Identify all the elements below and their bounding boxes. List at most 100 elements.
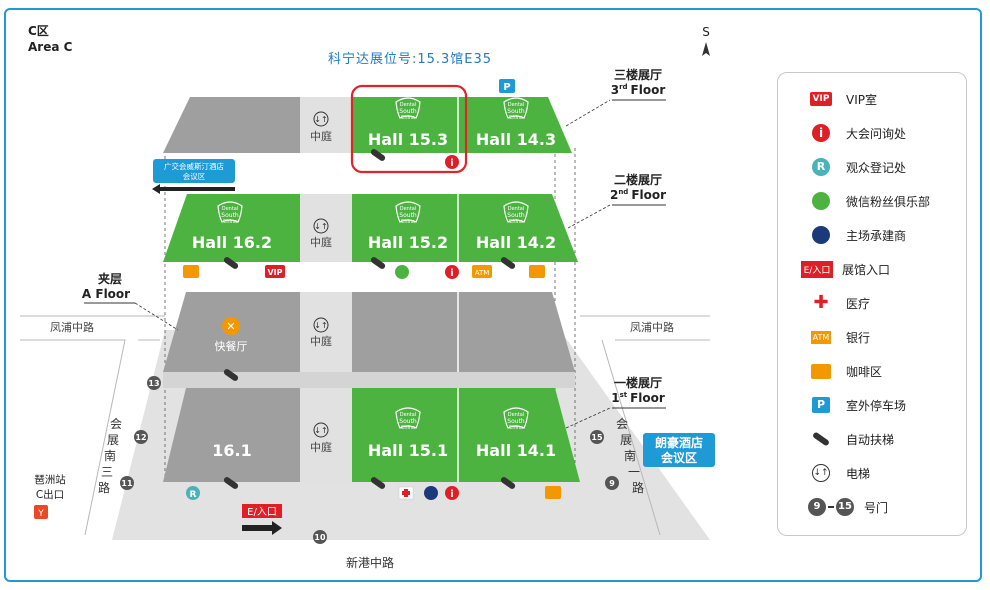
logo-text: South bbox=[399, 212, 417, 219]
hall-14-1-label: Hall 14.1 bbox=[476, 441, 556, 460]
road-huizhan-south3-char: 南 bbox=[104, 448, 116, 463]
road-huizhan-south3-char: 三 bbox=[101, 465, 113, 479]
conference-right-line2: 会议区 bbox=[661, 450, 697, 465]
legend-item-escalator: 自动扶梯 bbox=[808, 427, 894, 451]
logo-text: South bbox=[507, 212, 525, 219]
logo-text: Dental bbox=[508, 102, 525, 108]
floor-3-zh: 三楼展厅 bbox=[614, 67, 662, 82]
hall-16-2-label: Hall 16.2 bbox=[192, 233, 272, 252]
registration-icon-label: R bbox=[190, 490, 197, 500]
wechat-icon bbox=[808, 191, 834, 211]
legend-item-atm: ATM 银行 bbox=[808, 325, 870, 349]
booth-note: 科宁达展位号:15.3馆E35 bbox=[328, 51, 492, 67]
logo-text: Dental bbox=[508, 206, 525, 212]
hall-15-3-label: Hall 15.3 bbox=[368, 130, 448, 149]
parking-icon bbox=[499, 79, 515, 93]
road-huizhan-south1-char: 南 bbox=[624, 448, 636, 463]
floor-3 bbox=[163, 97, 572, 153]
legend-label: 主场承建商 bbox=[846, 228, 907, 243]
info-marker-label: i bbox=[450, 268, 453, 279]
entrance-badge bbox=[242, 504, 282, 518]
conference-left-arrow-icon bbox=[152, 184, 235, 194]
svg-text:↓↑: ↓↑ bbox=[314, 115, 327, 124]
gate-11-label: 11 bbox=[121, 479, 133, 488]
floor3-gray-block bbox=[163, 97, 300, 153]
gate-13-label: 13 bbox=[148, 379, 159, 388]
compass-label: S bbox=[702, 25, 710, 39]
conference-right-badge bbox=[643, 433, 715, 467]
road-huizhan-south3-char: 路 bbox=[98, 480, 110, 495]
logo-text: Dental bbox=[508, 412, 525, 418]
legend-label: 自动扶梯 bbox=[846, 432, 895, 447]
hall-15-3-block[interactable] bbox=[352, 97, 458, 153]
legend-item-wechat: 微信粉丝俱乐部 bbox=[808, 189, 930, 213]
organizer-icon bbox=[808, 225, 834, 245]
escalator-icon bbox=[808, 429, 834, 449]
logo-text: South bbox=[399, 108, 417, 115]
elevator-icon: ↓↑ bbox=[808, 463, 834, 483]
registration-icon: R bbox=[808, 157, 834, 177]
logo-text: China bbox=[401, 219, 415, 225]
fastfood-label: 快餐厅 bbox=[215, 339, 248, 353]
floor-2 bbox=[163, 194, 578, 262]
hall-16-2-block[interactable] bbox=[163, 194, 300, 262]
atm-icon: ATM bbox=[810, 330, 832, 344]
info-icon: i bbox=[808, 123, 834, 143]
hall-14-3-label: Hall 14.3 bbox=[476, 130, 556, 149]
floor-1-num: 1 bbox=[611, 391, 619, 405]
hall-14-1-block[interactable] bbox=[458, 388, 580, 482]
area-en: Area C bbox=[28, 40, 73, 54]
legend-label: 银行 bbox=[846, 330, 871, 345]
hall-15-2-block[interactable] bbox=[352, 194, 458, 262]
floor-3-word: Floor bbox=[631, 83, 666, 97]
info-marker-label: i bbox=[450, 158, 453, 169]
hall-16-1-block[interactable] bbox=[163, 388, 300, 482]
legend-item-info: i 大会问询处 bbox=[808, 121, 906, 145]
logo-text: South bbox=[221, 212, 239, 219]
hall-16-1-label: 16.1 bbox=[212, 441, 251, 460]
legend-label: 室外停车场 bbox=[846, 398, 907, 413]
hall-14-2-label: Hall 14.2 bbox=[476, 233, 556, 252]
entrance-icon: E/入口 bbox=[800, 259, 834, 279]
floor-a-en: A Floor bbox=[82, 287, 130, 301]
gate-range-icon: 9 15 bbox=[808, 498, 854, 516]
parking-icon: P bbox=[808, 395, 834, 415]
gate-10-label: 10 bbox=[314, 533, 326, 542]
legend-label: 号门 bbox=[864, 500, 889, 515]
hall-14-2-block[interactable] bbox=[458, 194, 578, 262]
coffee-icon bbox=[808, 361, 834, 381]
legend-item-entrance: E/入口 展馆入口 bbox=[800, 257, 890, 281]
floor3-atrium bbox=[300, 97, 352, 153]
hall-14-3-block[interactable] bbox=[458, 97, 572, 153]
legend-item-elevator: ↓↑ 电梯 bbox=[808, 461, 870, 485]
conference-left-line2: 会议区 bbox=[183, 171, 206, 181]
floor-1-sup: st bbox=[620, 391, 628, 399]
area-zh: C区 bbox=[28, 24, 49, 38]
svg-text:↓↑: ↓↑ bbox=[314, 321, 327, 330]
legend-label: 观众登记处 bbox=[846, 160, 907, 175]
atm-icon-label: ATM bbox=[475, 269, 490, 277]
road-xingang: 新港中路 bbox=[346, 555, 394, 570]
legend-label: 大会问询处 bbox=[846, 126, 907, 141]
svg-text:↓↑: ↓↑ bbox=[314, 426, 327, 435]
coffee-icon bbox=[183, 265, 199, 278]
legend-label: 微信粉丝俱乐部 bbox=[846, 194, 931, 209]
logo-text: China bbox=[509, 219, 523, 225]
vip-badge-icon: VIP bbox=[808, 89, 834, 109]
legend-label: 医疗 bbox=[846, 296, 871, 311]
coffee-icon bbox=[529, 265, 545, 278]
legend-item-organizer: 主场承建商 bbox=[808, 223, 906, 247]
logo-text: China bbox=[509, 425, 523, 431]
floor-1-word: Floor bbox=[630, 391, 665, 405]
logo-text: China bbox=[401, 115, 415, 121]
entrance-label: E/入口 bbox=[247, 507, 277, 518]
hall-15-1-block[interactable] bbox=[352, 388, 458, 482]
legend-panel bbox=[777, 72, 967, 536]
booth-highlight-frame bbox=[350, 84, 468, 174]
elevator-icons bbox=[313, 111, 329, 438]
road-huizhan-south3-char: 会 bbox=[110, 417, 122, 431]
floor2-atrium bbox=[300, 194, 352, 262]
